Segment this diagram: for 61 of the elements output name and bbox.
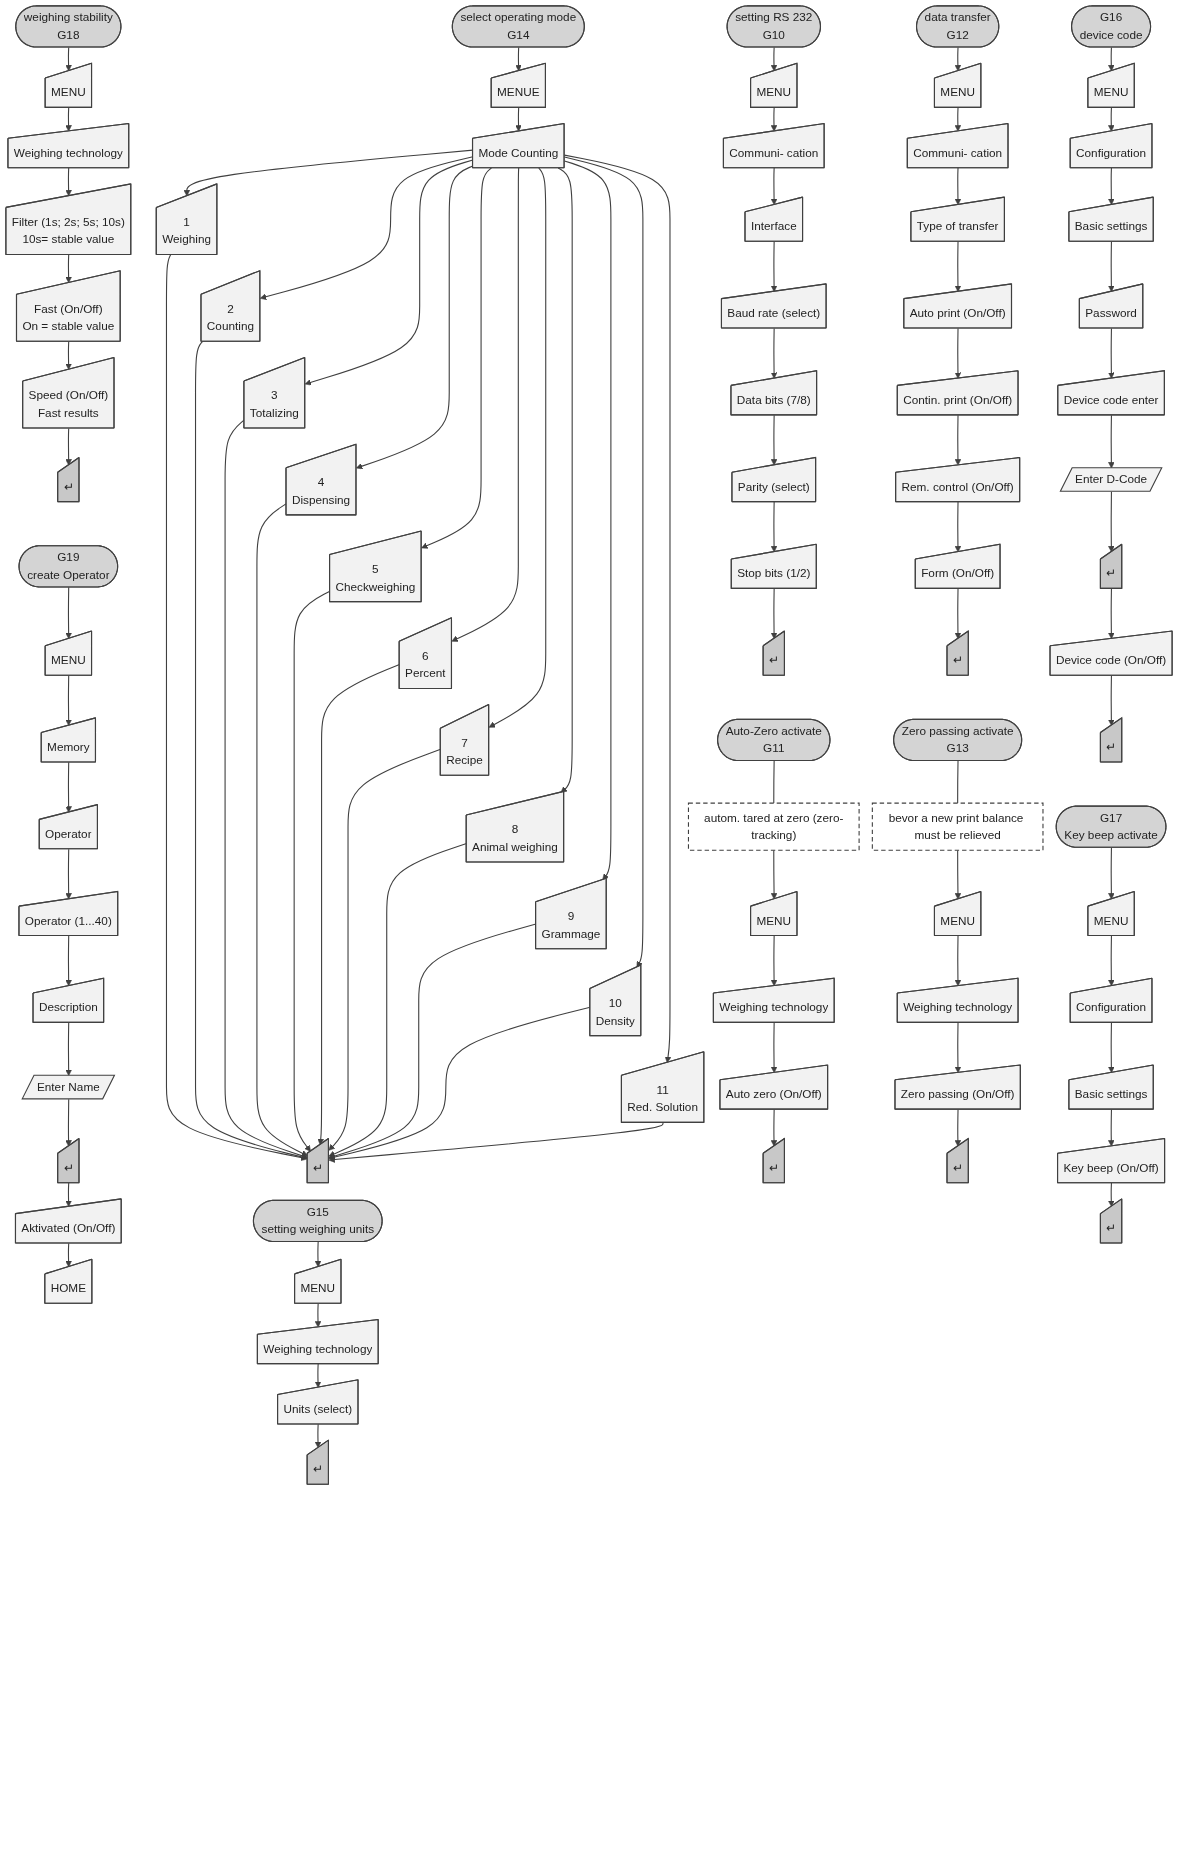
arrow (1108, 675, 1115, 726)
arrow (1108, 107, 1115, 132)
arrow (1108, 1182, 1115, 1207)
arrow (328, 843, 468, 1157)
arrow (356, 165, 474, 470)
arrow (557, 167, 573, 793)
arrow (770, 588, 778, 640)
arrow (954, 241, 962, 292)
arrow (65, 167, 72, 197)
arrow (770, 46, 778, 72)
arrow (304, 159, 474, 386)
arrow (1108, 46, 1115, 72)
arrow (293, 590, 331, 1152)
arrow (256, 503, 308, 1156)
arrow (314, 1241, 322, 1268)
arrow (195, 341, 308, 1161)
arrow (954, 588, 962, 640)
arrow (563, 160, 612, 881)
arrow (563, 154, 672, 1063)
arrow (954, 414, 962, 466)
arrow (954, 107, 962, 132)
arrow (328, 1006, 591, 1161)
arrow (488, 167, 547, 728)
arrow (563, 156, 644, 968)
arrow (65, 848, 72, 900)
connector (773, 760, 775, 804)
arrow (770, 414, 778, 466)
arrow (1108, 935, 1115, 987)
arrow (165, 254, 308, 1161)
arrow (65, 761, 72, 813)
arrow (451, 167, 520, 642)
connector (957, 760, 959, 804)
arrow (65, 341, 72, 370)
arrow (65, 46, 72, 72)
arrow (259, 156, 474, 300)
arrow (65, 1182, 72, 1207)
arrow (954, 46, 962, 72)
arrow (314, 1423, 322, 1449)
arrow (770, 167, 778, 206)
arrow (65, 935, 72, 987)
arrow (328, 748, 442, 1151)
arrow (224, 419, 308, 1159)
arrow (183, 149, 474, 197)
arrow (314, 1363, 322, 1388)
arrow (421, 167, 492, 549)
arrow (770, 241, 778, 292)
arrow (328, 1122, 664, 1163)
arrow (1108, 491, 1115, 553)
arrow (65, 1022, 72, 1076)
arrow (1108, 847, 1115, 900)
arrow (954, 849, 962, 900)
node-box: autom. tared at zero (zero-tracking) (687, 802, 860, 851)
node-box: bevor a new print balance must be relieved (871, 802, 1044, 851)
arrow (770, 107, 778, 132)
arrow (1108, 241, 1115, 292)
arrow (328, 923, 537, 1160)
arrow (65, 675, 72, 726)
arrow (65, 1098, 72, 1147)
arrow (770, 849, 778, 900)
arrow (515, 107, 522, 132)
arrow (65, 107, 72, 132)
